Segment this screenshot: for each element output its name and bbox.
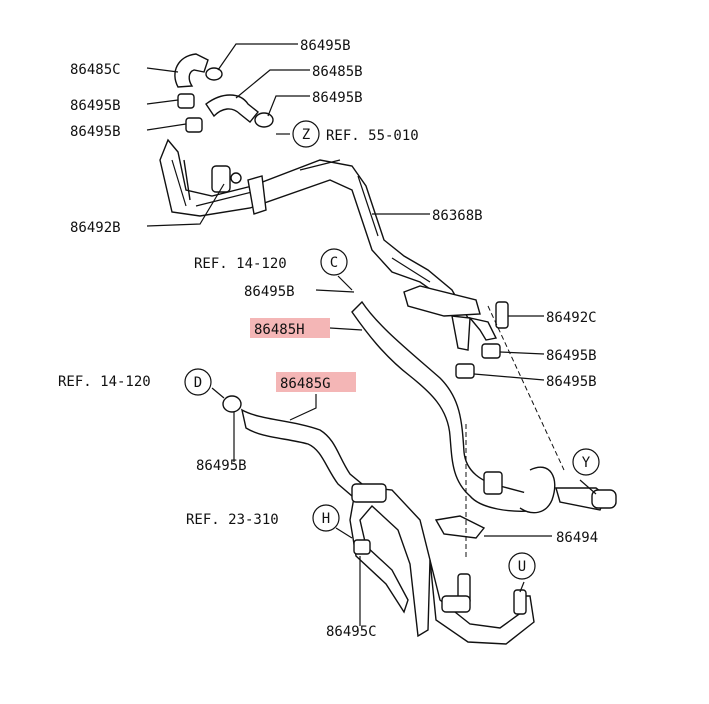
label-86368b: 86368B (432, 208, 483, 224)
circle-u: U (508, 552, 536, 580)
fitting-86492c (495, 301, 509, 329)
circle-z: Z (292, 120, 320, 148)
label-86495b-mid: 86495B (312, 90, 363, 106)
clamp-86495b-r1 (481, 343, 501, 359)
svg-text:Z: Z (302, 127, 310, 143)
svg-text:D: D (194, 375, 202, 391)
label-86485h: 86485H (254, 322, 305, 338)
bracket-upper (247, 175, 267, 215)
label-86495c: 86495C (326, 624, 377, 640)
circle-y: Y (572, 448, 600, 476)
bracket-right (403, 285, 481, 317)
hose-86485g (240, 408, 363, 497)
label-ref-14-120-c: REF. 14-120 (194, 256, 287, 272)
label-86495b-r2: 86495B (546, 374, 597, 390)
label-86492b: 86492B (70, 220, 121, 236)
lower-manifold (349, 485, 431, 638)
label-ref-23-310: REF. 23-310 (186, 512, 279, 528)
label-86485b: 86485B (312, 64, 363, 80)
clamp-86495b-d (222, 395, 242, 413)
label-86495b-d: 86495B (196, 458, 247, 474)
clamp-86495c (353, 539, 371, 555)
highlight-86485h (250, 318, 330, 338)
label-86495b-c: 86495B (244, 284, 295, 300)
clamp-86495b-top (205, 67, 223, 81)
clamp-86495b-left1 (177, 93, 195, 109)
circle-c: C (320, 248, 348, 276)
hose-86485h (351, 300, 542, 512)
hose-86485c (174, 53, 209, 88)
svg-text:Y: Y (582, 455, 591, 471)
clamp-86495b-mid (254, 112, 274, 128)
label-ref-14-120-d: REF. 14-120 (58, 374, 151, 390)
circle-h: H (312, 504, 340, 532)
label-86485g: 86485G (280, 376, 331, 392)
label-86495b-left2: 86495B (70, 124, 121, 140)
svg-text:U: U (518, 559, 526, 575)
label-86494: 86494 (556, 530, 598, 546)
label-86495b-left1: 86495B (70, 98, 121, 114)
clamp-86495b-r2 (455, 363, 475, 379)
label-86485c: 86485C (70, 62, 121, 78)
fitting-86492b (211, 165, 231, 193)
label-86492c: 86492C (546, 310, 597, 326)
label-86495b-r1: 86495B (546, 348, 597, 364)
y-port (591, 489, 617, 509)
clamp-86495b-left2 (185, 117, 203, 133)
highlight-86485g (276, 372, 356, 392)
circle-d: D (184, 368, 212, 396)
svg-text:H: H (322, 511, 330, 527)
label-ref-55-010: REF. 55-010 (326, 128, 419, 144)
hose-86485b (205, 94, 259, 123)
bracket-86494 (434, 515, 486, 539)
label-86495b-top: 86495B (300, 38, 351, 54)
svg-text:C: C (330, 255, 338, 271)
